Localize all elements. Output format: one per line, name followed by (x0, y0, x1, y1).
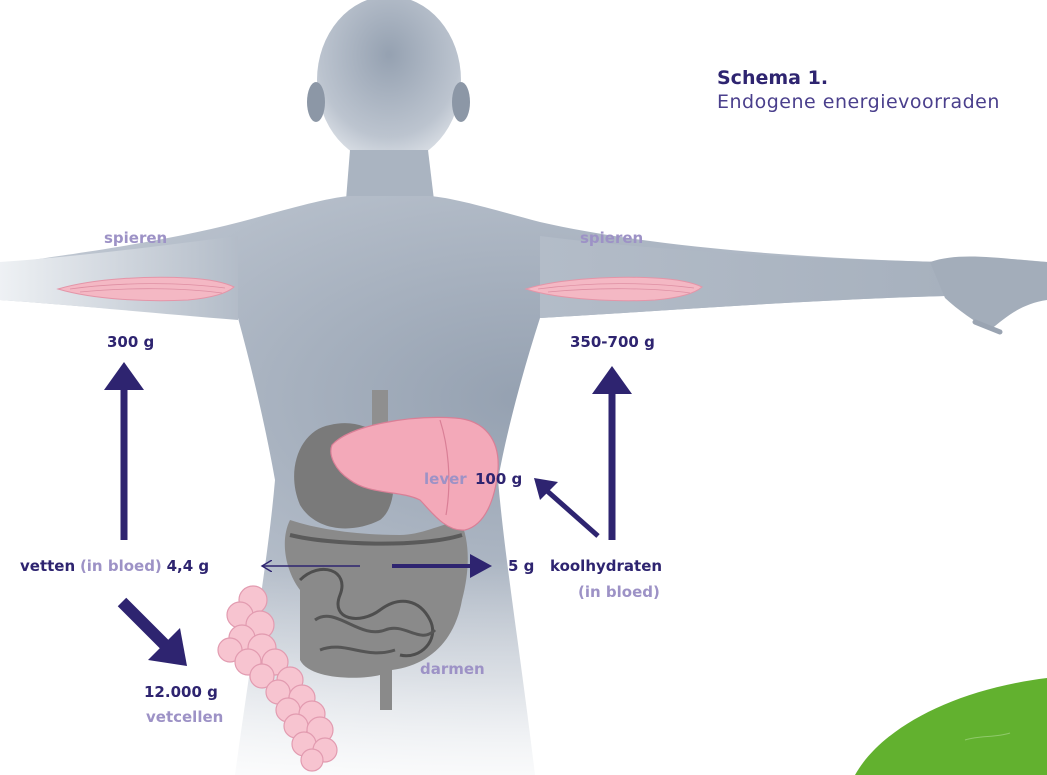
label-fats-line: vetten (in bloed) 4,4 g (20, 557, 209, 575)
label-fats: vetten (20, 557, 75, 575)
label-muscle-left-amount: 300 g (107, 333, 154, 351)
label-liver-amount: 100 g (475, 470, 522, 488)
label-liver: lever (424, 470, 467, 488)
label-carbs: koolhydraten (550, 557, 662, 575)
label-fats-amount: 4,4 g (167, 557, 210, 575)
arrow-carbs-to-muscle-right (592, 366, 632, 540)
label-fat-cells: vetcellen (146, 708, 223, 726)
label-carbs-qualifier: (in bloed) (578, 583, 660, 601)
arrow-fats-to-fatcells (122, 602, 187, 666)
label-fat-cells-amount: 12.000 g (144, 683, 218, 701)
title-block: Schema 1. Endogene energievoorraden (717, 66, 1000, 114)
label-muscle-left: spieren (104, 229, 167, 247)
diagram-title: Schema 1. (717, 66, 1000, 90)
diagram-subtitle: Endogene energievoorraden (717, 90, 1000, 114)
label-muscle-right: spieren (580, 229, 643, 247)
label-muscle-right-amount: 350-700 g (570, 333, 655, 351)
label-fats-qualifier: (in bloed) (80, 557, 162, 575)
arrow-fats-to-muscle-left (104, 362, 144, 540)
label-carbs-amount: 5 g (508, 557, 534, 575)
arrow-carbs-to-liver (534, 478, 598, 536)
label-intestines: darmen (420, 660, 485, 678)
green-corner-shape (855, 678, 1047, 775)
